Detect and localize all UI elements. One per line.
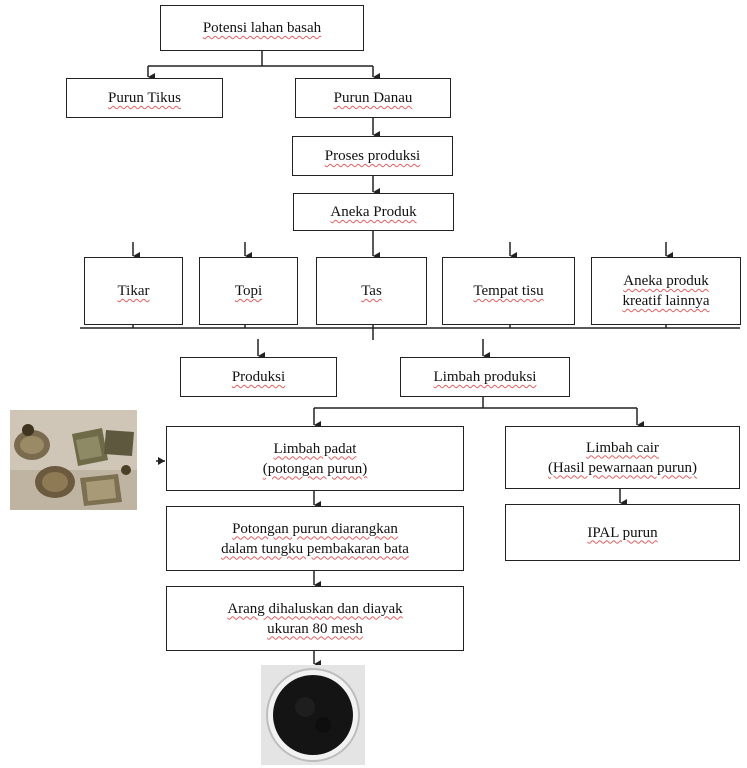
- node-tempat-tisu: Tempat tisu: [442, 257, 575, 325]
- charcoal-powder-photo: [261, 665, 365, 765]
- node-tas: Tas: [316, 257, 427, 325]
- node-purun-tikus: Purun Tikus: [66, 78, 223, 118]
- node-topi: Topi: [199, 257, 298, 325]
- node-potongan-diarangkan: Potongan purun diarangkan dalam tungku p…: [166, 506, 464, 571]
- node-potensi-lahan-basah: Potensi lahan basah: [160, 5, 364, 51]
- charcoal-dish-image: [261, 665, 365, 765]
- node-limbah-cair: Limbah cair (Hasil pewarnaan purun): [505, 426, 740, 489]
- node-ipal-purun: IPAL purun: [505, 504, 740, 561]
- node-aneka-produk: Aneka Produk: [293, 193, 454, 231]
- purun-waste-image: [10, 410, 137, 510]
- node-aneka-produk-kreatif: Aneka produk kreatif lainnya: [591, 257, 741, 325]
- purun-waste-photo: [10, 410, 137, 510]
- node-arang-dihaluskan: Arang dihaluskan dan diayak ukuran 80 me…: [166, 586, 464, 651]
- node-purun-danau: Purun Danau: [295, 78, 451, 118]
- node-limbah-padat: Limbah padat (potongan purun): [166, 426, 464, 491]
- node-proses-produksi: Proses produksi: [292, 136, 453, 176]
- node-limbah-produksi: Limbah produksi: [400, 357, 570, 397]
- node-tikar: Tikar: [84, 257, 183, 325]
- node-produksi: Produksi: [180, 357, 337, 397]
